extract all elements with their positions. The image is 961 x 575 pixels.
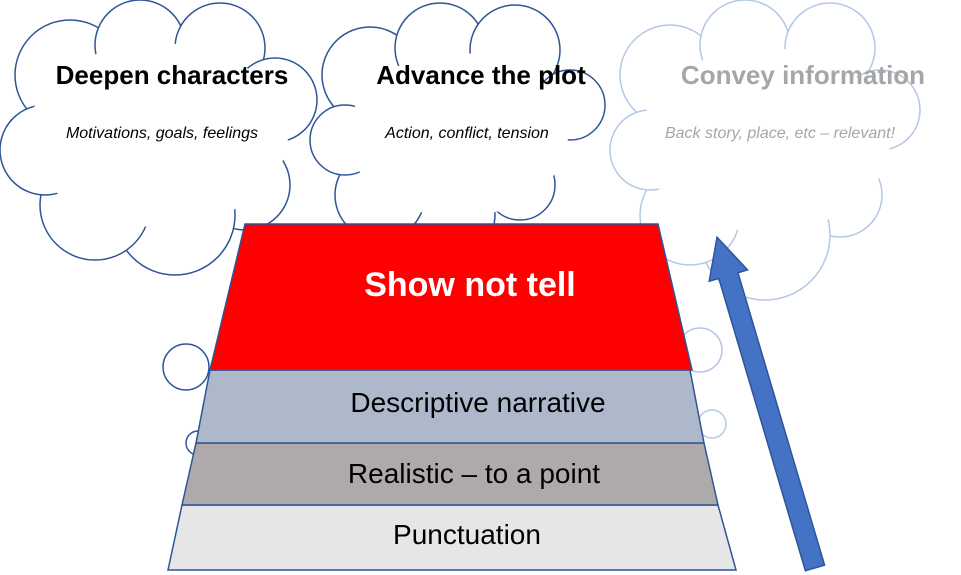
cloud-convey-information: Convey information Back story, place, et… [609,0,925,301]
pyramid-level-label: Realistic – to a point [348,458,600,489]
arrow-up-icon [708,235,826,572]
cloud-subtitle: Back story, place, etc – relevant! [665,125,896,142]
cloud-advance-plot: Advance the plot Action, conflict, tensi… [309,2,606,256]
pyramid-level-label: Descriptive narrative [350,387,605,418]
cloud-subtitle: Action, conflict, tension [384,125,549,142]
cloud-title: Advance the plot [376,60,586,90]
cloud-title: Deepen characters [56,60,289,90]
pyramid: Punctuation Realistic – to a point Descr… [167,223,737,571]
cloud-subtitle: Motivations, goals, feelings [66,125,258,142]
upward-arrow [708,235,826,572]
pyramid-level-label: Punctuation [393,519,541,550]
pyramid-top-show-not-tell [209,223,693,371]
cloud-deepen-characters: Deepen characters Motivations, goals, fe… [0,0,318,276]
cloud-title: Convey information [681,60,925,90]
pyramid-top-label: Show not tell [364,266,576,304]
thought-bubble-large [162,343,210,391]
